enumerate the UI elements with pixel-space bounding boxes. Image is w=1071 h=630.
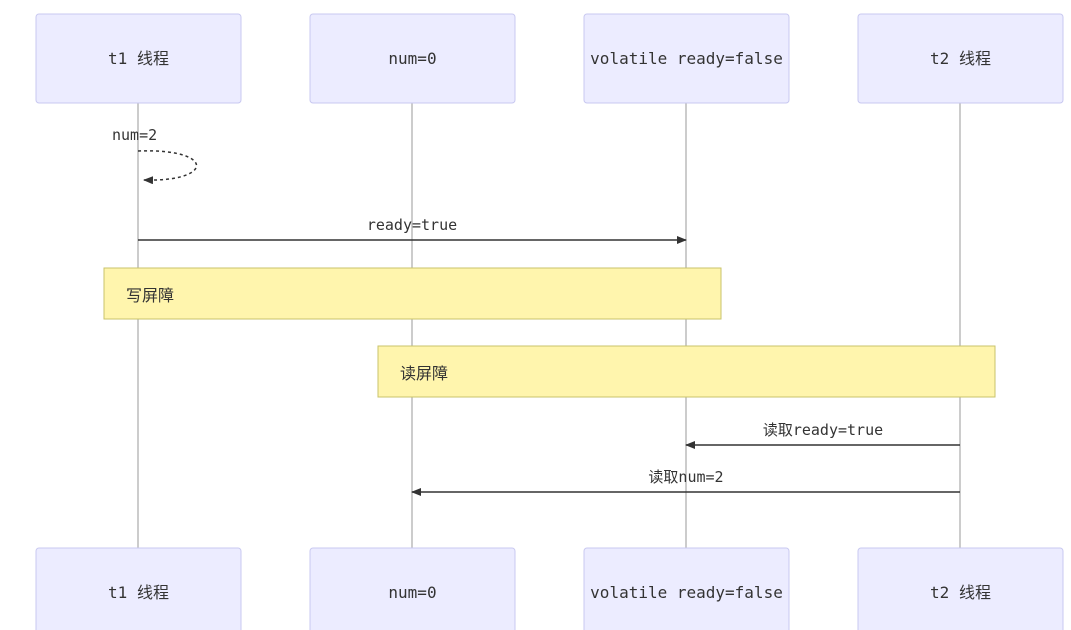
actor-top-t2: t2 线程: [857, 13, 1064, 104]
actor-bottom-t2: t2 线程: [857, 547, 1064, 630]
actor-bottom-ready-label: volatile ready=false: [590, 583, 783, 602]
note-read-barrier: 读屏障: [377, 345, 996, 398]
message-read-num-label: 读取num=2: [648, 468, 723, 486]
message-read-ready-label: 读取ready=true: [763, 421, 883, 439]
actor-bottom-t1: t1 线程: [35, 547, 242, 630]
actor-top-t1-label: t1 线程: [108, 49, 169, 68]
message-read-ready: 读取ready=true: [685, 421, 960, 449]
actor-top-ready: volatile ready=false: [583, 13, 790, 104]
note-read-barrier-label: 读屏障: [400, 364, 448, 383]
actor-top-num: num=0: [309, 13, 516, 104]
message-ready-true-label: ready=true: [367, 216, 457, 234]
actor-top-t1: t1 线程: [35, 13, 242, 104]
message-self-label: num=2: [112, 126, 157, 144]
actor-bottom-t2-label: t2 线程: [930, 583, 991, 602]
actor-top-num-label: num=0: [388, 49, 436, 68]
note-write-barrier-label: 写屏障: [126, 286, 174, 305]
actor-top-ready-label: volatile ready=false: [590, 49, 783, 68]
actor-bottom-num-label: num=0: [388, 583, 436, 602]
actor-bottom-num: num=0: [309, 547, 516, 630]
message-read-num: 读取num=2: [411, 468, 960, 496]
note-write-barrier: 写屏障: [103, 267, 722, 320]
actor-bottom-t1-label: t1 线程: [108, 583, 169, 602]
message-self-num-2: num=2: [112, 126, 198, 185]
actor-top-t2-label: t2 线程: [930, 49, 991, 68]
self-loop-arrow: [137, 150, 198, 185]
message-ready-true: ready=true: [138, 216, 687, 244]
actor-bottom-ready: volatile ready=false: [583, 547, 790, 630]
